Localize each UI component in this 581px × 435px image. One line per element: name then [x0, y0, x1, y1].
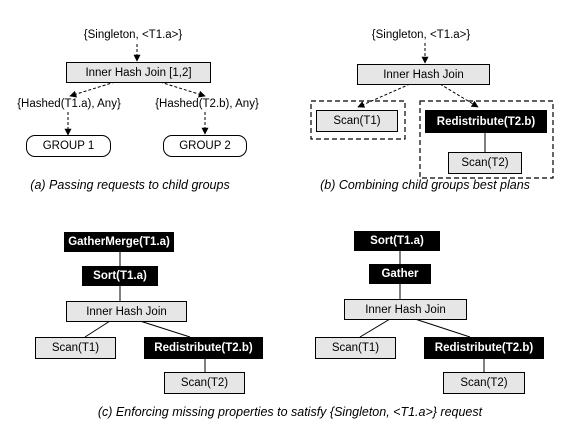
- request-hashed-t2b: {Hashed(T2.b), Any}: [155, 98, 259, 110]
- sort-node-c-right: Sort(T1.a): [354, 231, 440, 251]
- edge-cr-3: [359, 318, 391, 338]
- scan-t1-node-c-right: Scan(T1): [315, 337, 396, 359]
- request-singleton-a: {Singleton, <T1.a>}: [83, 29, 183, 41]
- scan-t1-node-c-left: Scan(T1): [35, 337, 116, 359]
- edge-cl-4: [139, 320, 191, 338]
- inner-hash-join-node-a: Inner Hash Join [1,2]: [66, 62, 211, 83]
- redistribute-t2b-node-c-left: Redistribute(T2.b): [144, 337, 263, 359]
- caption-b: (b) Combining child groups best plans: [320, 178, 530, 192]
- inner-hash-join-node-c-left: Inner Hash Join: [66, 301, 187, 322]
- edge-b-right: [439, 83, 479, 108]
- scan-t1-node-b: Scan(T1): [316, 110, 398, 132]
- edge-cr-4: [414, 318, 471, 338]
- group-box-b-left: [310, 100, 406, 140]
- gather-node: Gather: [369, 264, 431, 284]
- redistribute-t2b-node-c-right: Redistribute(T2.b): [424, 337, 544, 359]
- inner-hash-join-node-b: Inner Hash Join: [357, 64, 490, 85]
- request-hashed-t1a: {Hashed(T1.a), Any}: [17, 98, 121, 110]
- edge-a-left: [69, 81, 116, 98]
- edge-b-left: [357, 83, 411, 108]
- group-box-b-right: [419, 100, 554, 179]
- caption-a: (a) Passing requests to child groups: [30, 178, 230, 192]
- edge-a-right: [159, 81, 206, 98]
- sort-node-c-left: Sort(T1.a): [82, 266, 158, 286]
- group-2-node: GROUP 2: [163, 135, 247, 157]
- gathermerge-node: GatherMerge(T1.a): [64, 232, 174, 252]
- scan-t2-node-c-left: Scan(T2): [164, 372, 245, 394]
- caption-c: (c) Enforcing missing properties to sati…: [97, 405, 483, 419]
- redistribute-t2b-node-b: Redistribute(T2.b): [425, 110, 547, 133]
- scan-t2-node-c-right: Scan(T2): [443, 372, 525, 394]
- scan-t2-node-b: Scan(T2): [448, 152, 522, 174]
- group-1-node: GROUP 1: [26, 135, 111, 157]
- request-singleton-b: {Singleton, <T1.a>}: [371, 29, 471, 41]
- inner-hash-join-node-c-right: Inner Hash Join: [344, 299, 467, 320]
- edge-cl-3: [84, 320, 111, 338]
